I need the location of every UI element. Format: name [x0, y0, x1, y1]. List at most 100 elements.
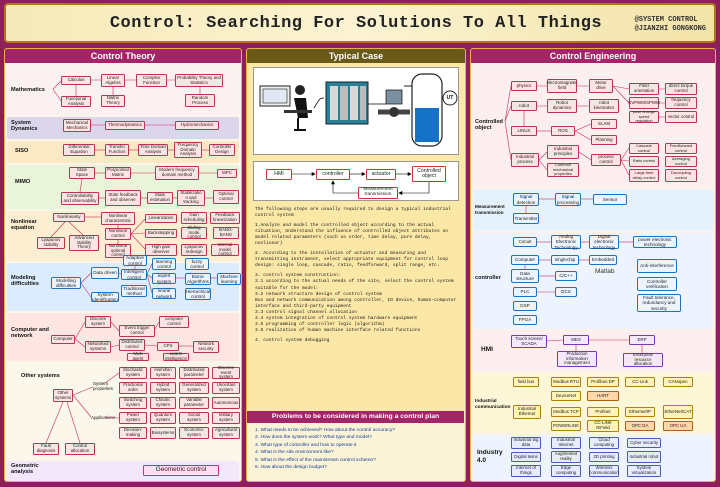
- object-block: Controlled object: [412, 166, 446, 182]
- cpp-box: C/C++: [555, 271, 577, 281]
- linearization-box: Linearization: [145, 214, 177, 223]
- hybrid-box: Hybrid system: [150, 382, 176, 394]
- stochastic-box: Stochastic system: [119, 367, 147, 379]
- print3d-box: 3D printing: [589, 452, 619, 462]
- ctrlalloc-box: Control allocation: [65, 443, 95, 455]
- twins-box: Digital twins: [511, 452, 541, 462]
- quantum-box: Quantum system: [150, 412, 176, 424]
- erp-box: ERP: [629, 335, 655, 345]
- fault-box: Fault diagnosis: [33, 443, 59, 455]
- enterprise-box: Enterprise resource allocation: [623, 352, 663, 367]
- distributed-box: Distributed control: [119, 339, 145, 351]
- canopen-box: CANopen: [663, 377, 693, 387]
- planning-box: Planning: [591, 135, 617, 145]
- fractional-box: Fractional order: [119, 382, 147, 394]
- mes-box: MES: [563, 335, 589, 345]
- modelling-box: Modelling difficulties: [51, 277, 81, 289]
- typical-case-header: Typical Case: [247, 49, 465, 63]
- learning-box: learning control: [152, 258, 176, 270]
- gain-box: Gain scheduling: [181, 212, 207, 224]
- statefb-box: State feedback and observer: [105, 190, 141, 206]
- opcua-box: OPC UA: [663, 421, 693, 431]
- slam-box: SLAM: [591, 119, 617, 129]
- stateest-box: State estimation: [147, 192, 173, 204]
- profibusdp-box: Profibus DP: [587, 377, 619, 387]
- distparam-box: Distributed parameter: [179, 367, 209, 379]
- hart-box: HART: [587, 391, 619, 401]
- modernfd-box: Modern frequency domain method: [155, 166, 199, 180]
- step-8: 3.2 network structure design of control …: [255, 291, 382, 297]
- fblin-box: Feedback linearization: [210, 212, 240, 224]
- opcda-box: OPC DA: [625, 421, 655, 431]
- page-title: Control: Searching For Solutions To All …: [109, 14, 603, 33]
- diffeq-box: Differential Equation: [63, 144, 95, 156]
- discreteevent-box: Discrete event system: [212, 365, 240, 379]
- emfield-box: electromagnetic field: [547, 79, 578, 93]
- principles-box: Industrial principles: [547, 145, 579, 159]
- step-9: Bus and network communication among cont…: [255, 297, 457, 309]
- control-theory-panel: Control Theory Mathematics Calculus Func…: [4, 48, 242, 482]
- nloptimal-box: Nonlinear optimal control: [105, 243, 131, 258]
- feedforward-box: Feedforward control: [665, 143, 697, 154]
- controller-label: controller: [475, 275, 501, 281]
- decision-box: Decision-making: [119, 427, 147, 439]
- computer-box: Computer: [51, 335, 75, 344]
- generalized-box: Generalized system: [179, 382, 209, 394]
- autonomous-box: Autonomous: [212, 397, 240, 409]
- cloud-box: Cloud computing: [589, 437, 619, 449]
- cclinkie-box: CC-LINK IEField: [587, 420, 619, 432]
- ar-box: Augmented reality: [551, 451, 581, 463]
- bionic-box: Bionic Algorithms: [185, 273, 211, 285]
- power-box: power electronic technology: [633, 236, 677, 248]
- actuator-block: actuator: [366, 169, 396, 180]
- ut-label: UT: [446, 95, 454, 101]
- sysprops-label: System properties: [93, 381, 114, 391]
- devicenet-box: DeviceNet: [551, 391, 581, 401]
- fdomain-box: Frequency Domain Analysis: [174, 142, 202, 158]
- sensor-box: Sensor: [593, 194, 627, 205]
- hierarchical-box: Hierarchical control: [185, 288, 211, 300]
- largetime-box: Large time delay control: [629, 169, 659, 182]
- step-6: 3. control system construction:: [255, 273, 341, 279]
- antiinterf-box: Anti-interference: [637, 259, 677, 273]
- complex-box: Complex Function: [136, 74, 167, 87]
- measure-label: Measurement transmission: [475, 204, 505, 215]
- modbusrtu-box: Modbus RTU: [551, 377, 581, 387]
- problem-5: 5. What is the effect of the mainstream …: [255, 457, 376, 463]
- circuit-box: Circuit: [513, 237, 537, 247]
- military-box: Military system: [212, 412, 240, 424]
- svpwm-box: SVPWM/SPWM: [628, 97, 660, 109]
- step-13: 3.6 realization of human machine interfa…: [255, 327, 421, 333]
- fieldbus-box: field bus: [513, 377, 539, 387]
- dcs-box: DCS: [555, 287, 577, 297]
- cps-box: CPS: [157, 342, 179, 351]
- problems-list: 1. What needs to be achieved? How about …: [247, 423, 464, 481]
- advstab-box: Advanced stability Theory: [69, 235, 99, 251]
- eventtrig-box: Event trigger control: [119, 325, 155, 337]
- multiagent-box: Multi agent: [127, 351, 149, 361]
- illustration: UT: [253, 67, 459, 155]
- nlctrl-box: Nonlinear control: [105, 228, 131, 240]
- highgain-box: High gain observer: [145, 244, 177, 256]
- internal-box: Internal model control: [211, 242, 239, 256]
- control-engineering-panel: Control Engineering Controlled object ph…: [470, 48, 716, 482]
- sysdyn-label: System Dynamics: [11, 120, 38, 132]
- model-label: Modeling difficulties: [11, 275, 39, 287]
- mimo-label: MIMO: [15, 179, 31, 185]
- sysid-box: System identification: [91, 291, 119, 302]
- intelligent-box: Intelligent control: [121, 269, 147, 280]
- mpc-box: MPC: [217, 169, 237, 178]
- nonlinearity-box: Nonlinearity: [53, 213, 85, 222]
- fuzzy-box: fuzzy control: [185, 258, 209, 270]
- touch-box: Touch screen/ SCADA: [511, 335, 547, 348]
- network-label: Computer and network: [11, 327, 49, 339]
- nlchar-box: Nonlinear characteristic: [101, 212, 135, 225]
- discrete-box: Discrete system: [85, 316, 111, 328]
- random-box: Random Process: [185, 94, 215, 107]
- probability-box: Probability Theory and Statistics: [175, 74, 223, 87]
- step-7: 3.1 according to the actual needs of the…: [255, 279, 454, 291]
- comm-label: Industrial communication: [475, 399, 511, 410]
- lyapred-box: Lyapunov redesign: [181, 244, 207, 256]
- embedded-box: Embedded: [589, 255, 617, 265]
- signalproc-box: Signal processing: [555, 193, 581, 206]
